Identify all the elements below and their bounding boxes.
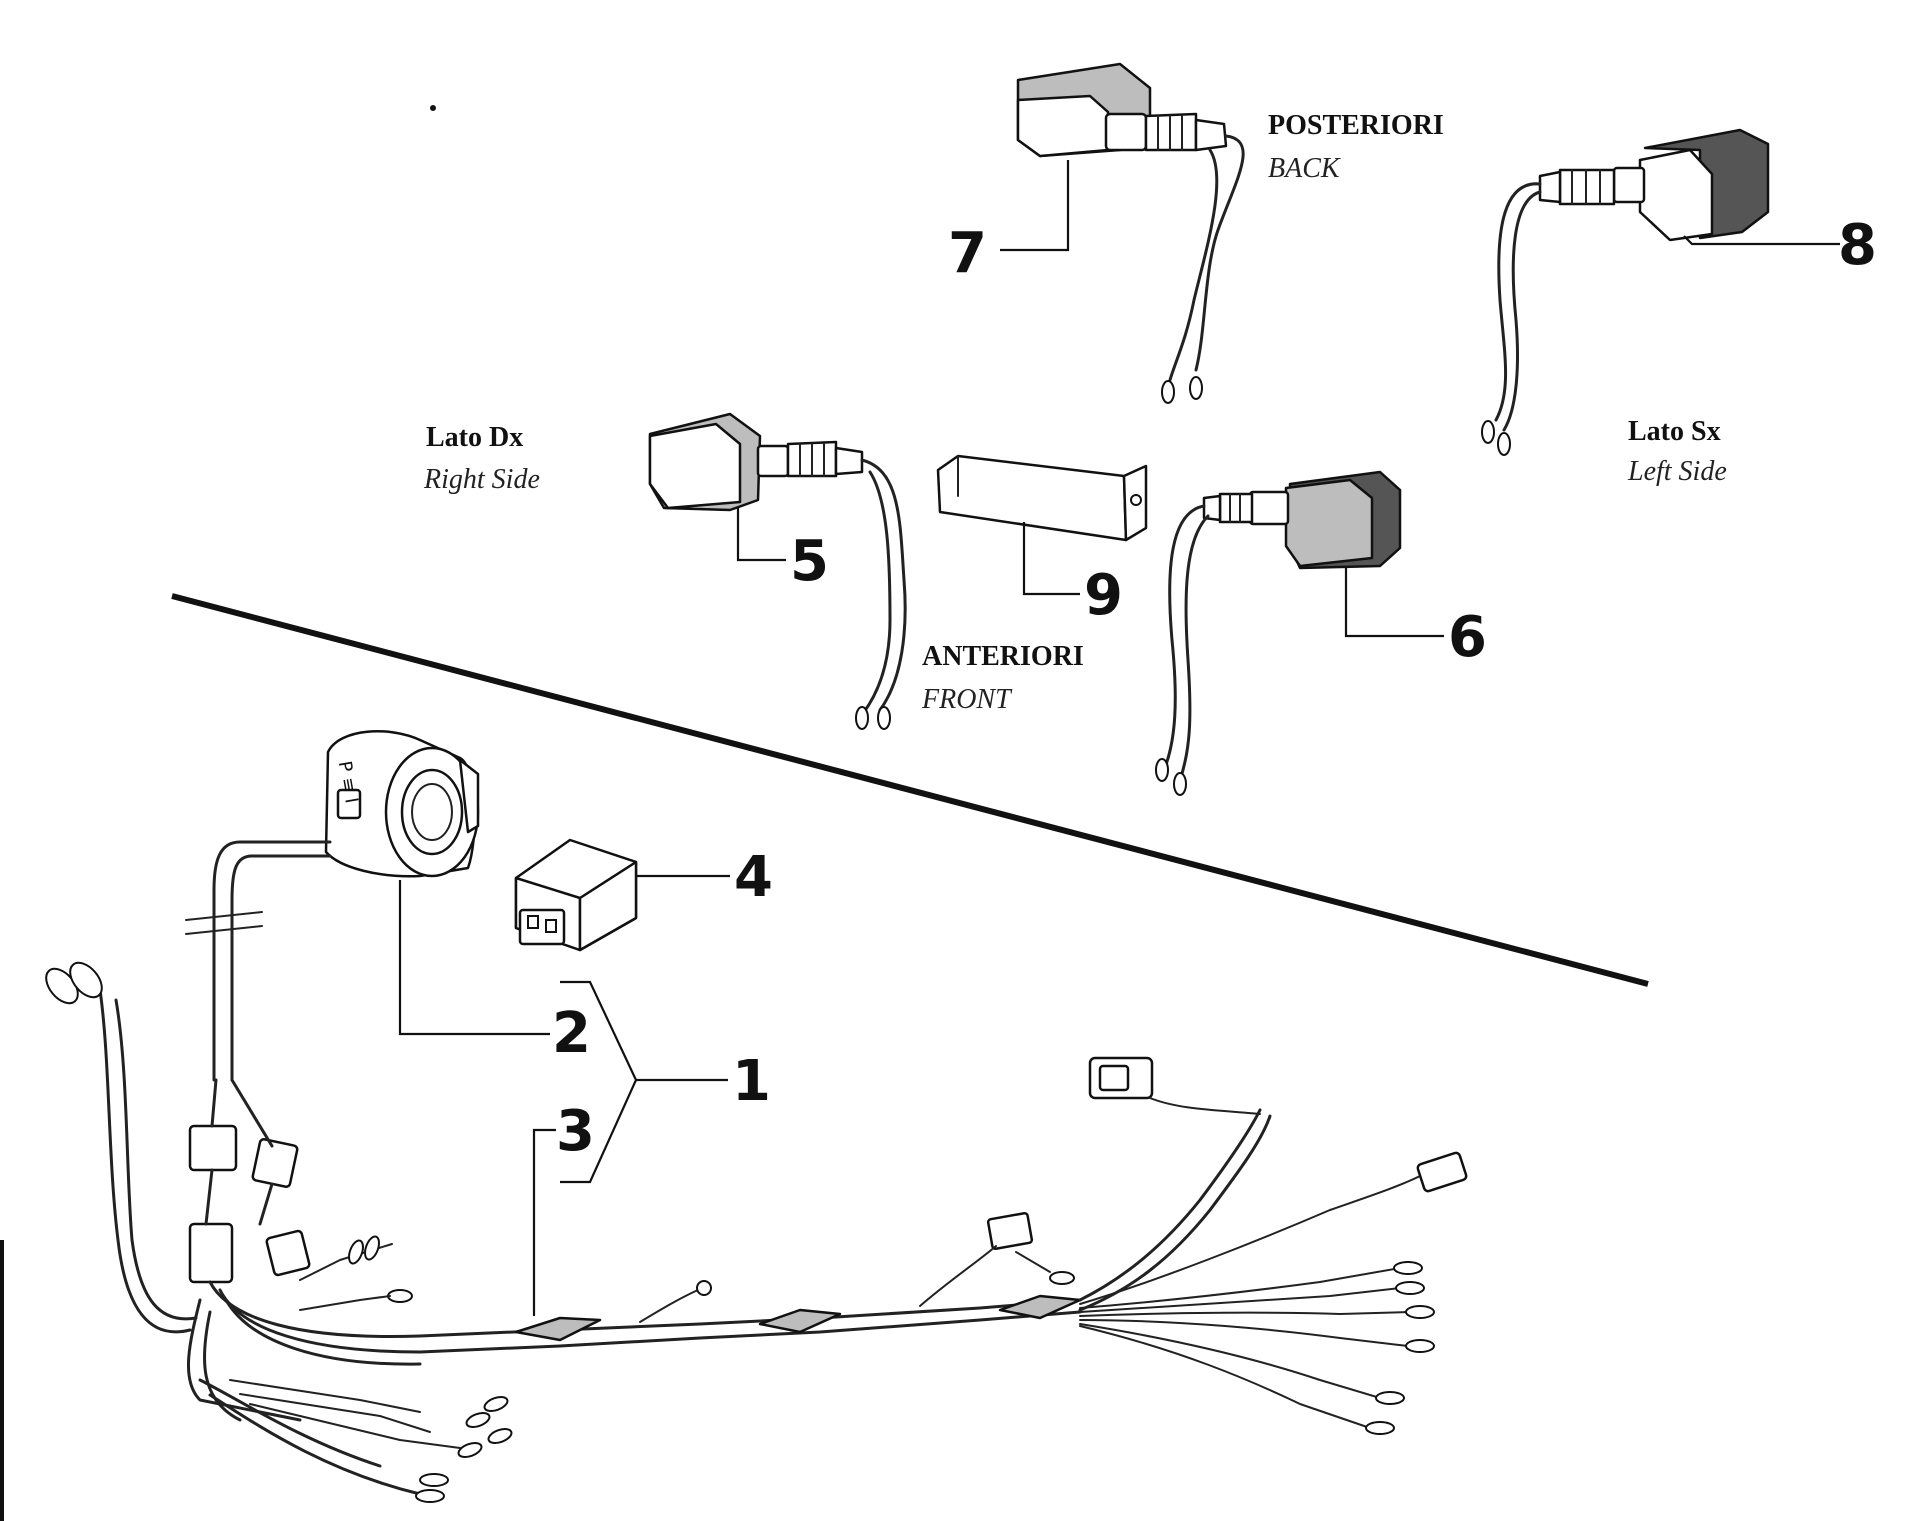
callout-1: 1 <box>732 1049 771 1114</box>
leader-8 <box>1683 235 1840 246</box>
indicator-rear-right <box>1016 62 1245 404</box>
leader-9 <box>1022 522 1080 596</box>
leader-5 <box>736 508 786 562</box>
switch-cable <box>212 840 332 1082</box>
label-left-side: Left Side <box>1627 456 1727 487</box>
leader-2 <box>398 880 550 1036</box>
callout-7: 7 <box>948 221 987 286</box>
callout-6: 6 <box>1448 605 1487 670</box>
label-right-side: Right Side <box>423 464 540 495</box>
leader-6 <box>1344 566 1444 638</box>
label-posteriori: POSTERIORI <box>1268 110 1444 141</box>
indicator-front-right <box>648 412 907 730</box>
callout-3: 3 <box>556 1099 595 1164</box>
leader-3 <box>532 1128 556 1316</box>
bracket <box>936 454 1148 542</box>
speck <box>430 105 436 111</box>
callout-2: 2 <box>552 1001 591 1066</box>
indicator-rear-left <box>1481 128 1770 456</box>
label-lato-sx: Lato Sx <box>1628 416 1721 447</box>
indicator-front-left <box>1155 470 1402 796</box>
callout-8: 8 <box>1838 213 1877 278</box>
callout-9: 9 <box>1084 563 1123 628</box>
callout-5: 5 <box>790 529 829 594</box>
flasher-relay <box>514 838 638 952</box>
wiring-harness <box>45 961 1468 1503</box>
label-anteriori: ANTERIORI <box>922 641 1084 672</box>
label-back: BACK <box>1268 153 1341 184</box>
label-front: FRONT <box>921 684 1013 715</box>
label-lato-dx: Lato Dx <box>426 422 523 453</box>
divider-line <box>171 593 1649 987</box>
callout-4: 4 <box>734 845 773 910</box>
handlebar-switch: P ≡ I <box>324 730 480 878</box>
switch-cable-2 <box>230 854 332 1082</box>
leader-7 <box>1000 160 1070 252</box>
